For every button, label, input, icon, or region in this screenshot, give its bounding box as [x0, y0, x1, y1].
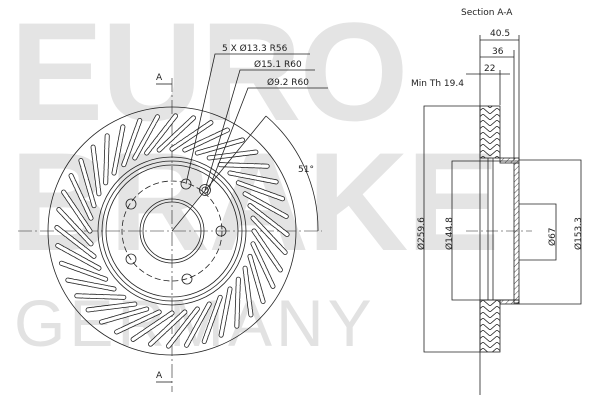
dim-outer-diameter — [423, 105, 480, 353]
min-thickness-label: Min Th 19.4 — [411, 79, 464, 89]
vent-slot — [85, 302, 137, 312]
vent-slot — [113, 310, 161, 335]
vent-slot — [248, 254, 266, 305]
width-disc-label: 22 — [484, 64, 495, 74]
vent-slot — [56, 207, 93, 246]
vent-slot — [91, 144, 101, 196]
vent-slot — [103, 133, 109, 185]
front-view — [18, 53, 328, 392]
vent-slot — [248, 203, 290, 237]
center-bore-section — [519, 203, 557, 261]
vent-slot — [148, 310, 187, 347]
vent-slot — [166, 307, 200, 349]
vent-slot — [170, 120, 214, 151]
vent-slot — [195, 137, 246, 155]
vent-slots — [53, 112, 291, 350]
vent-slot — [65, 278, 116, 291]
section-view — [423, 35, 582, 395]
vent-slot — [78, 157, 96, 208]
vent-slot — [54, 225, 96, 259]
hat-outer-diameter-label: Ø153.3 — [573, 217, 584, 250]
callout-2-label: Ø15.1 R60 — [254, 59, 302, 70]
vent-slot — [228, 171, 279, 184]
vent-slot — [251, 216, 288, 255]
hat-top-flange — [499, 157, 520, 164]
disc-section-bottom — [479, 299, 501, 353]
outer-diameter-label: Ø259.6 — [416, 217, 427, 250]
vent-slot — [122, 117, 142, 167]
vent-slot — [68, 172, 93, 220]
hat-face — [513, 162, 520, 304]
vent-slot — [98, 307, 149, 325]
vent-slot — [243, 192, 289, 219]
center-bore-inner — [142, 201, 202, 261]
section-title: Section A-A — [461, 8, 513, 18]
vent-slot — [74, 294, 126, 300]
angle-label: 51° — [298, 165, 314, 175]
vent-slot — [252, 229, 283, 273]
section-label-bottom: A — [156, 371, 163, 381]
disc-section-top — [479, 105, 501, 159]
callout-3-label: Ø9.2 R60 — [267, 77, 309, 88]
watermark-euro: EURO — [10, 0, 408, 150]
watermark-germany: GERMANY — [14, 286, 376, 360]
hat-ring-2 — [101, 160, 243, 302]
dim-hat-outer — [519, 159, 582, 305]
callout-1-label: 5 X Ø13.3 R56 — [222, 43, 288, 54]
vent-slot — [183, 127, 231, 152]
vent-slot — [55, 243, 101, 270]
vent-slot — [144, 113, 178, 155]
hat-inner-diameter-label: Ø144.8 — [444, 217, 455, 250]
callout-leader-2 — [204, 69, 315, 191]
hat-ring-outer — [97, 156, 247, 306]
vent-slot — [112, 124, 125, 175]
bolt-holes — [125, 178, 227, 285]
center-bore-diameter-label: Ø67 — [547, 227, 558, 246]
hat-ring-3 — [105, 164, 239, 298]
vent-slot — [235, 277, 241, 329]
angle-arc — [265, 115, 319, 232]
vent-slot — [251, 242, 276, 290]
vent-slot — [202, 295, 222, 345]
bolt-circle — [121, 180, 223, 282]
vent-slot — [207, 150, 259, 160]
vent-slot — [133, 114, 160, 160]
vent-slot — [61, 189, 92, 233]
width-overall-label: 40.5 — [490, 29, 510, 39]
callout-leader-3 — [206, 87, 328, 195]
disc-outer-edge — [47, 106, 297, 356]
callout-leader-1 — [185, 53, 310, 185]
dim-hat-inner — [451, 160, 519, 301]
center-bore-outer — [139, 198, 205, 264]
vent-slot — [219, 287, 232, 338]
vent-slot — [184, 302, 211, 348]
vent-slot — [218, 162, 270, 168]
vent-slot — [157, 115, 196, 152]
angle-ray — [171, 115, 267, 232]
width-hat-label: 36 — [492, 47, 504, 57]
vent-slot — [243, 266, 253, 318]
vent-slot — [58, 261, 108, 281]
section-label-top: A — [156, 73, 163, 83]
vent-slot — [130, 311, 174, 342]
hat-bottom-flange — [499, 299, 520, 305]
vent-slot — [236, 181, 286, 201]
